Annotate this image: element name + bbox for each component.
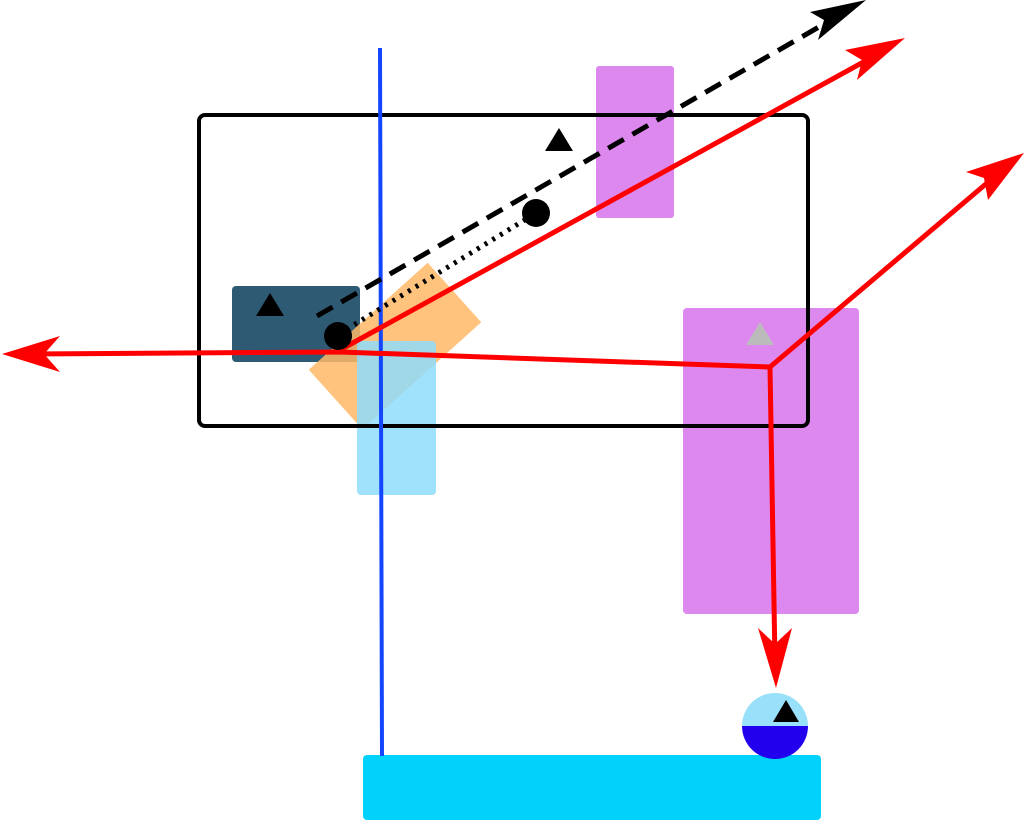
light-blue-block [357,341,436,495]
dotted-ray [337,210,538,337]
dot-icon-start [324,322,352,350]
triangle-icon-navy [256,293,284,316]
dashed-ray [315,13,840,319]
red-ray-upper-right [768,170,1002,369]
triangle-icon-top [545,128,573,151]
normal-line [378,47,384,757]
ball-triangle-icon [773,700,799,722]
triangle-icon-faded [746,322,774,345]
red-ray-horizontal [29,349,771,370]
red-ray-path [338,51,880,353]
red-ray-arrowhead-left-icon [2,336,60,372]
ball [742,693,808,759]
dashed-ray-arrowhead-icon [810,0,866,40]
red-ray-arrowhead-right-icon [966,153,1024,200]
cyan-base-bar [363,755,821,820]
violet-block-top [596,66,674,218]
red-ray-arrowhead-top-icon [845,38,905,80]
red-ray-arrowhead-down-icon [758,628,792,688]
red-ray-down [767,366,778,663]
ball-bottom-half [742,726,808,759]
dot-icon-end [522,199,550,227]
outline-frame [197,113,810,428]
